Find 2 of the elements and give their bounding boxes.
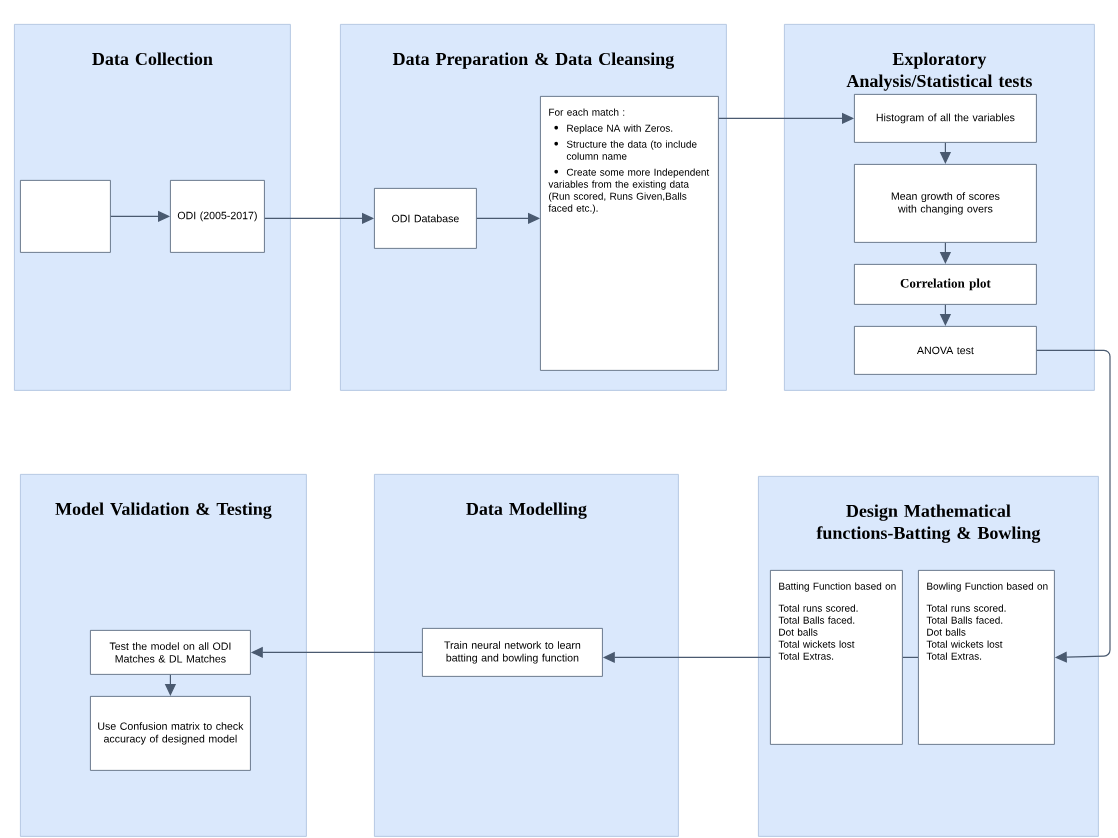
arrow (1036, 349, 1111, 663)
process-box (20, 180, 111, 253)
